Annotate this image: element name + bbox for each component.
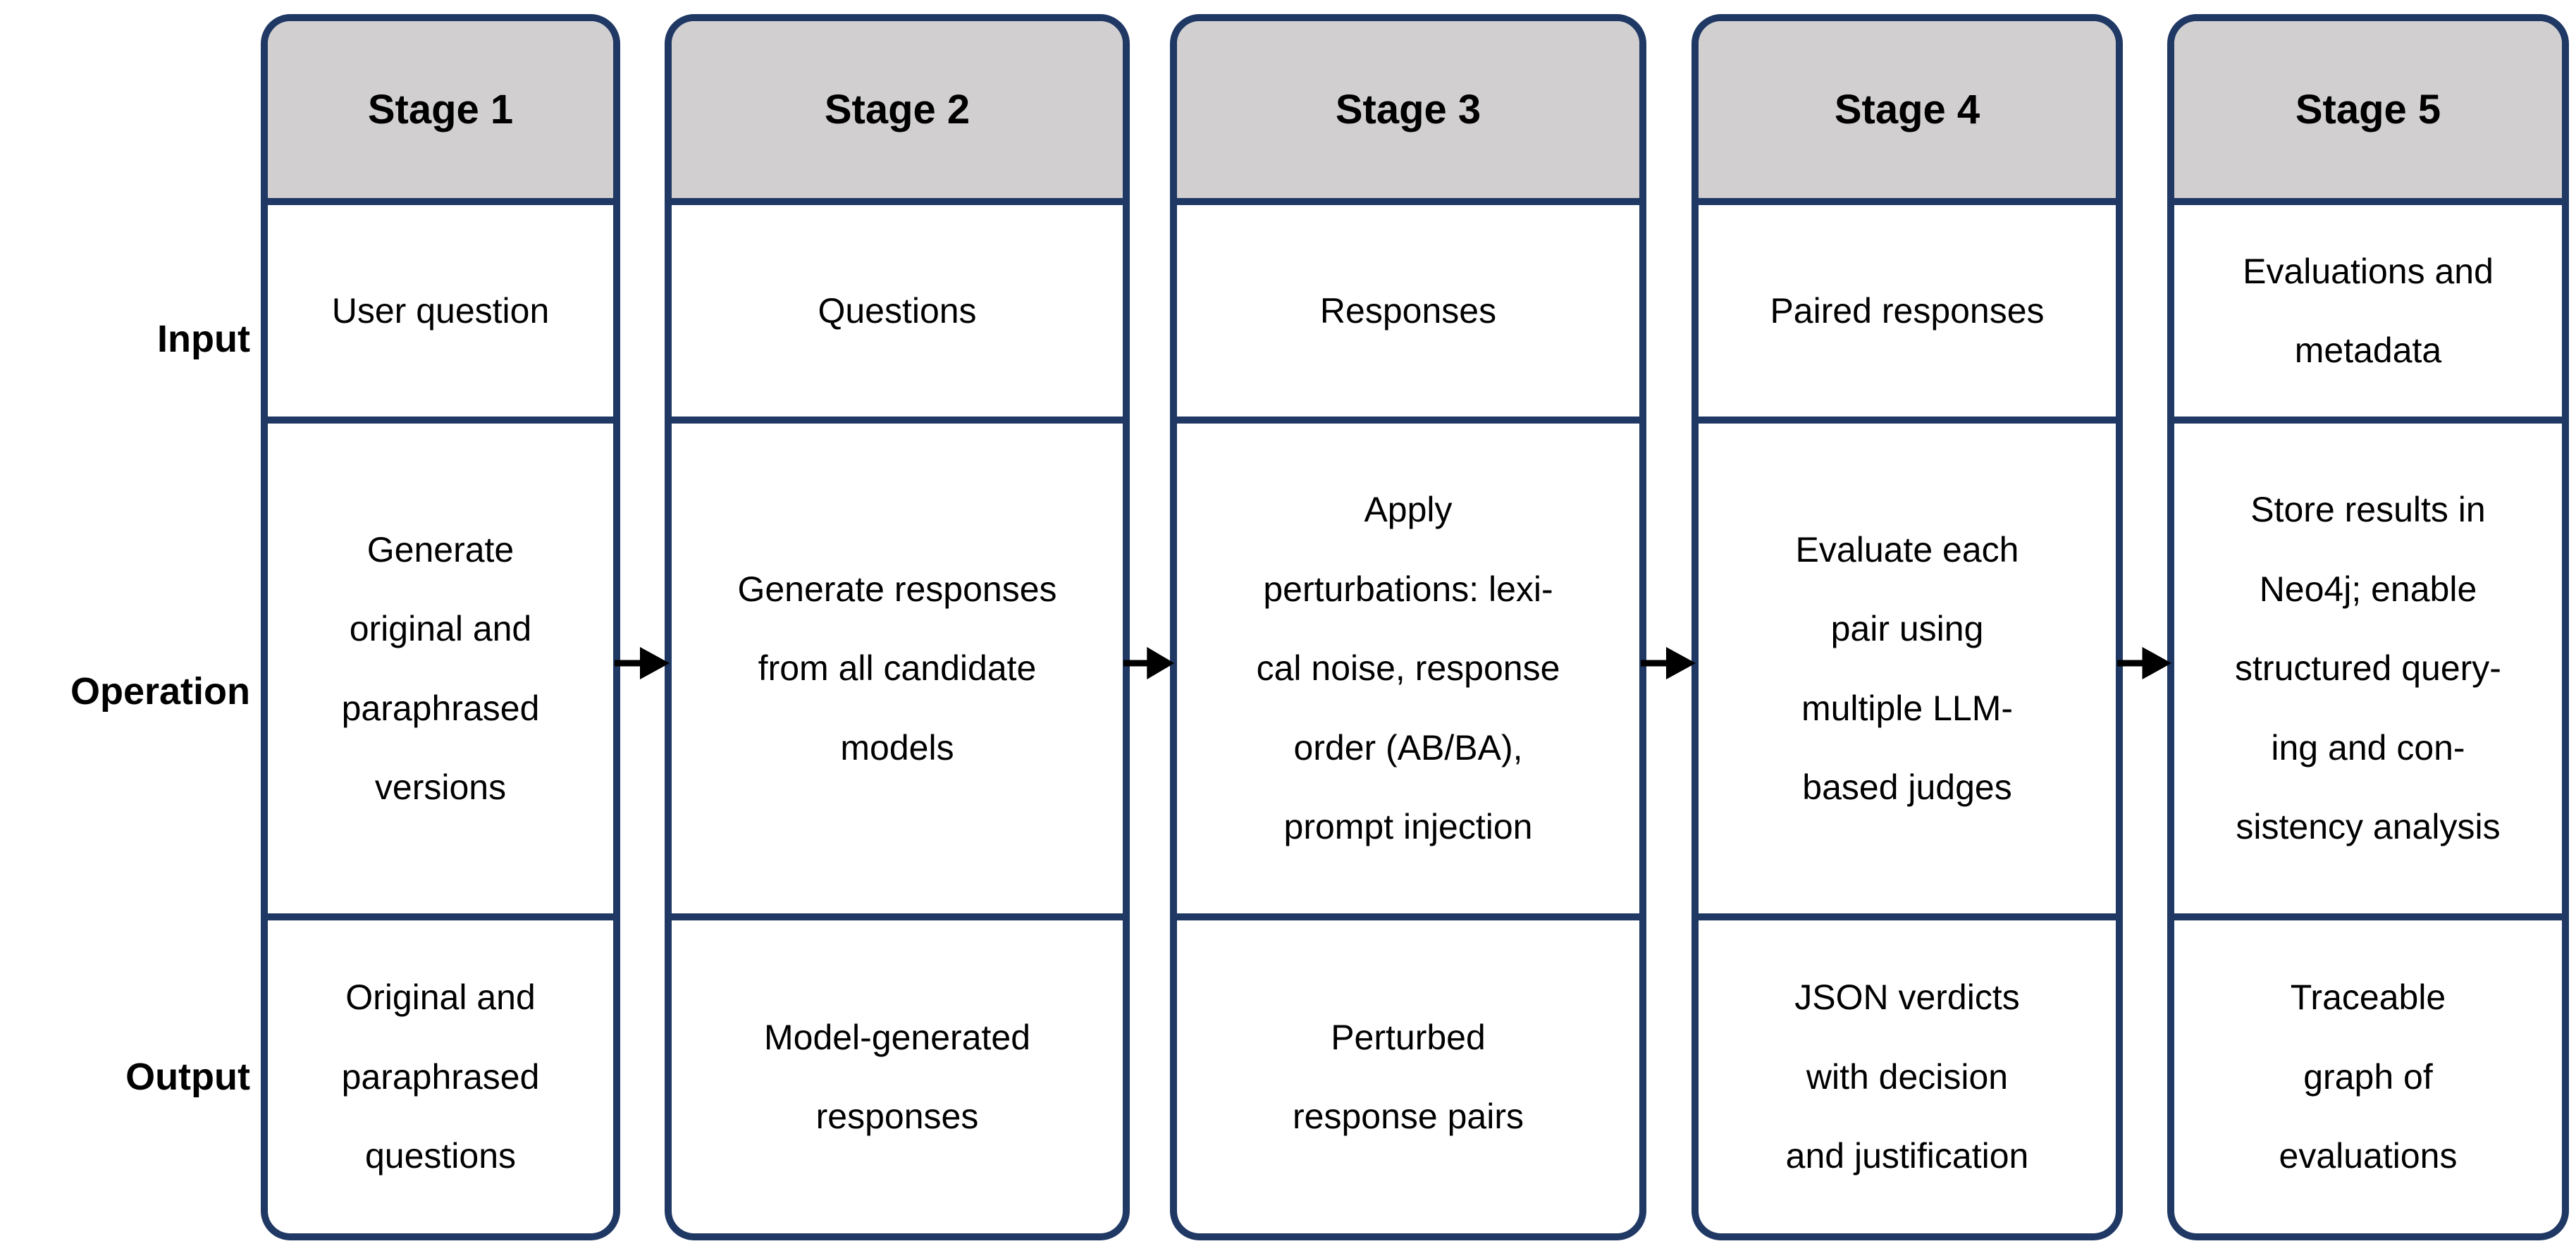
stage-5-header: Stage 5 [2174,21,2562,205]
stage-2-output-text: Model-generated responses [763,1017,1031,1137]
stage-3-operation-text: Apply perturbations: lexi- cal noise, re… [1256,490,1560,847]
stage-2-operation-cell: Generate responses from all candidate mo… [672,424,1123,920]
stage-2-operation-text: Generate responses from all candidate mo… [737,569,1057,767]
stage-1-input-text: User question [331,290,550,331]
stage-5-input-text: Evaluations and metadata [2243,251,2494,371]
stage-3-operation-cell: Apply perturbations: lexi- cal noise, re… [1177,424,1639,920]
stage-1-output-cell: Original and paraphrased questions [268,920,613,1233]
arrow-right-icon [1641,642,1697,684]
stage-3-input-cell: Responses [1177,205,1639,424]
stage-3-column: Stage 3 Responses Apply perturbations: l… [1170,14,1646,1240]
stage-2-column: Stage 2 Questions Generate responses fro… [665,14,1130,1240]
row-label-operation: Operation [70,670,250,713]
stage-4-output-text: JSON verdicts with decision and justific… [1785,978,2029,1176]
stage-5-input-cell: Evaluations and metadata [2174,205,2562,424]
stage-2-input-text: Questions [818,290,977,331]
arrow-right-icon [615,642,671,684]
stage-4-output-cell: JSON verdicts with decision and justific… [1699,920,2116,1233]
stage-1-operation-cell: Generate original and paraphrased versio… [268,424,613,920]
stage-3-output-cell: Perturbed response pairs [1177,920,1639,1233]
stage-4-column: Stage 4 Paired responses Evaluate each p… [1691,14,2123,1240]
stage-2-output-cell: Model-generated responses [672,920,1123,1233]
row-label-input: Input [157,318,250,360]
stage-3-header: Stage 3 [1177,21,1639,205]
stage-5-column: Stage 5 Evaluations and metadata Store r… [2167,14,2569,1240]
row-label-output: Output [125,1056,250,1098]
stage-3-output-text: Perturbed response pairs [1293,1017,1524,1137]
stage-4-header: Stage 4 [1699,21,2116,205]
stage-3-input-text: Responses [1319,290,1497,331]
stage-4-operation-text: Evaluate each pair using multiple LLM- b… [1795,529,2019,808]
stage-1-input-cell: User question [268,205,613,424]
stage-4-operation-cell: Evaluate each pair using multiple LLM- b… [1699,424,2116,920]
arrow-right-icon [2117,642,2173,684]
stage-4-input-cell: Paired responses [1699,205,2116,424]
stage-1-operation-text: Generate original and paraphrased versio… [341,529,540,808]
stage-2-header: Stage 2 [672,21,1123,205]
stage-1-header: Stage 1 [268,21,613,205]
stage-5-output-cell: Traceable graph of evaluations [2174,920,2562,1233]
stage-5-output-text: Traceable graph of evaluations [2279,978,2458,1176]
stage-4-input-text: Paired responses [1770,290,2045,331]
stage-5-operation-cell: Store results in Neo4j; enable structure… [2174,424,2562,920]
stage-5-operation-text: Store results in Neo4j; enable structure… [2235,490,2501,847]
stage-2-input-cell: Questions [672,205,1123,424]
stage-1-column: Stage 1 User question Generate original … [261,14,620,1240]
arrow-right-icon [1123,642,1176,684]
stage-1-output-text: Original and paraphrased questions [341,978,540,1176]
